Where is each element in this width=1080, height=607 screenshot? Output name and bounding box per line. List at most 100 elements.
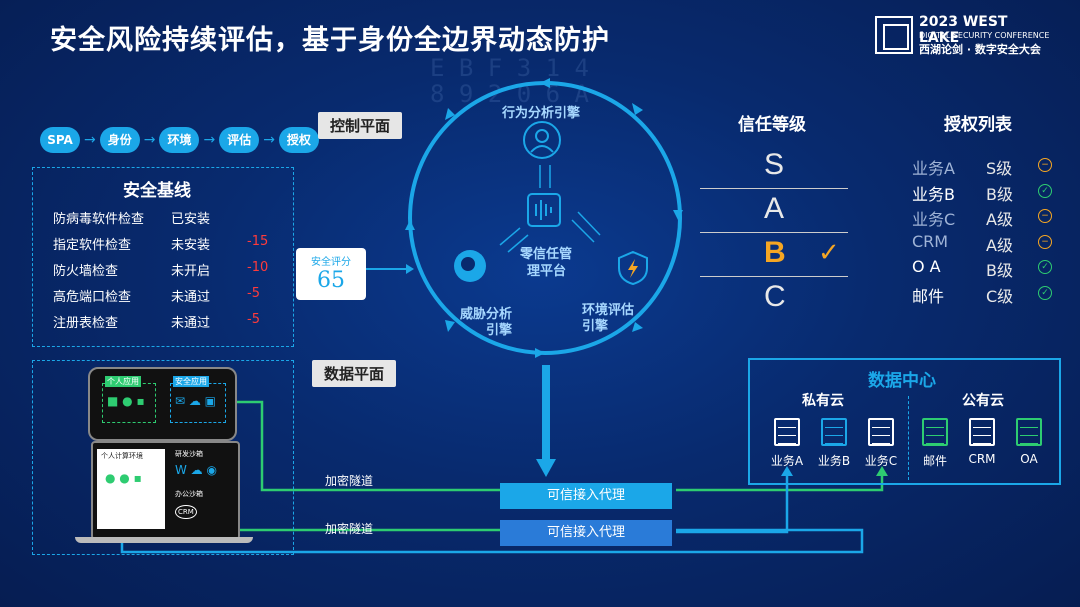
threat-engine-label1: 威胁分析 [460,307,513,322]
baseline-status: 未开启 [171,264,211,279]
arrow-right-icon: → [203,132,216,148]
baseline-item: 防病毒软件检查 [53,212,145,227]
mail-cloud-icons: ✉ ☁ ▣ [175,394,217,408]
score-value: 65 [317,268,345,293]
baseline-title: 安全基线 [123,181,191,201]
baseline-item: 指定软件检查 [53,238,132,253]
zero-trust-ring [405,78,683,358]
step-authorize: 授权 [278,127,319,153]
trust-level-c: C [764,280,786,313]
threat-brain-icon [454,250,486,282]
baseline-penalty: -10 [247,260,269,275]
minus-circle-icon: − [1038,209,1052,223]
core-platform-label1: 零信任管 [520,247,573,262]
control-to-proxy-arrow [536,365,556,477]
server-icon [868,418,894,446]
check-circle-icon: ✓ [1038,285,1052,300]
check-icon: ✓ [818,238,840,268]
dev-sandbox-icons: W ☁ ◉ [175,463,217,477]
auth-item-level: A级 [986,235,1013,255]
laptop-base [75,537,253,543]
auth-item-name: 业务B [912,184,955,204]
server-label: OA [1020,452,1038,466]
tunnel-label-1: 加密隧道 [325,474,374,488]
personal-env-label: 个人计算环境 [101,452,143,460]
behavior-engine-label: 行为分析引擎 [502,106,581,121]
device-panel: 个人应用 ■ ● ▪ 安全应用 ✉ ☁ ▣ 个人计算环境 ● ● ▪ 研发沙箱 … [32,360,294,555]
baseline-penalty: -15 [247,234,269,249]
score-to-ring-arrow [366,264,414,274]
step-identity: 身份 [99,127,140,153]
app-icons: ■ ● ▪ [107,394,145,408]
data-center-title: 数据中心 [868,371,936,391]
trust-level-b: B [764,236,786,269]
trusted-proxy-1: 可信接入代理 [500,483,672,509]
logo-mark-icon [875,16,913,54]
tunnel-label-2: 加密隧道 [325,522,374,536]
conference-logo: 2023 WEST LAKE DIGITAL SECURITY CONFEREN… [875,14,1050,60]
server-icon [1016,418,1042,446]
server-label: 邮件 [922,454,947,468]
office-sandbox-label: 办公沙箱 [175,490,203,498]
minus-circle-icon: − [1038,234,1052,249]
server-icon [821,418,847,446]
trust-level-divider [700,188,848,189]
auth-item-level: A级 [986,210,1013,229]
step-spa: SPA [40,127,80,153]
baseline-item: 高危端口检查 [53,290,132,305]
server-icon [774,418,800,446]
baseline-status: 未通过 [171,316,211,331]
cloud-divider [908,396,909,480]
dev-sandbox-label: 研发沙箱 [175,450,203,458]
trust-level-s: S [764,148,785,181]
data-plane-label: 数据平面 [312,360,397,387]
auth-item-level: S级 [986,159,1013,178]
auth-item-name: 邮件 [912,286,945,306]
auth-item-level: B级 [986,261,1013,280]
core-platform-label2: 理平台 [527,264,567,279]
baseline-penalty: -5 [247,312,260,327]
trust-level-divider [700,232,848,233]
baseline-item: 注册表检查 [53,316,119,331]
arrow-right-icon: → [143,132,156,148]
score-label: 安全评分 [311,257,351,268]
logo-line3: 西湖论剑 · 数字安全大会 [919,43,1041,56]
shield-lightning-icon [618,250,648,286]
private-cloud-label: 私有云 [802,393,844,409]
check-circle-icon: ✓ [1038,183,1052,198]
step-evaluate: 评估 [219,127,260,153]
secure-app-zone: 安全应用 ✉ ☁ ▣ [170,376,226,423]
control-plane-label: 控制平面 [318,112,403,139]
auth-item-name: O A [912,257,941,276]
env-engine-label1: 环境评估 [582,303,635,318]
laptop-device: 个人计算环境 ● ● ▪ 研发沙箱 W ☁ ◉ 办公沙箱 CRM [91,441,240,540]
step-environment: 环境 [159,127,200,153]
auth-item-level: B级 [986,184,1013,204]
server-label: 业务A [770,454,804,468]
personal-app-label: 个人应用 [105,376,141,387]
arrow-right-icon: → [84,132,96,148]
personal-env-icons: ● ● ▪ [105,471,142,485]
trust-level-divider [700,276,848,277]
trusted-proxy-2: 可信接入代理 [500,520,672,546]
auth-item-name: 业务C [912,210,956,229]
flow-steps: SPA → 身份 → 环境 → 评估 → 授权 [40,127,319,153]
auth-item-name: CRM [912,231,949,251]
server-label: CRM [968,452,996,466]
baseline-status: 已安装 [171,212,211,227]
personal-env-zone: 个人计算环境 ● ● ▪ [97,449,165,529]
baseline-item: 防火墙检查 [53,264,119,279]
env-engine-label2: 引擎 [582,319,609,334]
threat-engine-label2: 引擎 [486,323,513,338]
logo-line2: DIGITAL SECURITY CONFERENCE [919,31,1050,40]
public-cloud-label: 公有云 [962,393,1004,409]
minus-circle-icon: − [1038,158,1052,172]
arrow-right-icon: → [263,132,275,148]
security-score-card: 安全评分 65 [296,248,366,300]
secure-app-label: 安全应用 [173,376,209,387]
analytics-engine-icon [527,193,561,227]
baseline-status: 未通过 [171,290,211,305]
